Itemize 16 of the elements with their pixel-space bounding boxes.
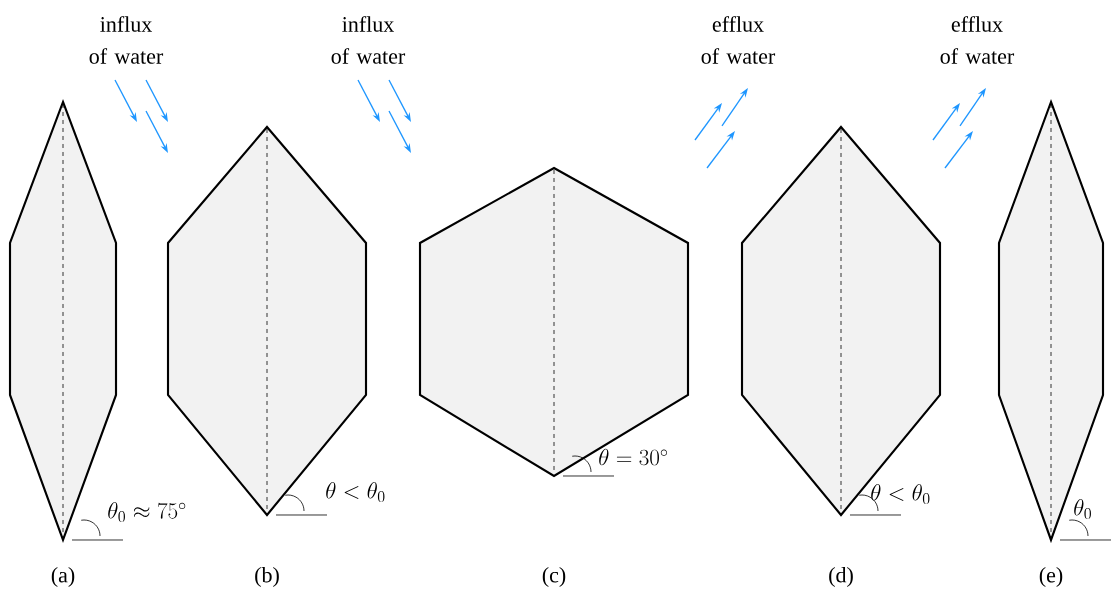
crystal-hexagon: [740, 125, 942, 517]
angle-label: $\theta < \theta_0$: [871, 484, 930, 505]
flux-label: influx of water: [89, 16, 164, 64]
subfigure-label: (b): [255, 567, 279, 587]
flux-label: influx of water: [331, 16, 406, 64]
angle-label: $\theta < \theta_0$: [326, 482, 385, 503]
subfigure-label: (e): [1039, 567, 1063, 587]
subfigure-label: (d): [829, 567, 853, 587]
subfigure-label: (a): [51, 567, 75, 587]
angle-label: $\theta_0$: [1074, 499, 1091, 520]
subfigure-label: (c): [542, 567, 566, 587]
crystal-hexagon: [418, 166, 690, 478]
flux-label: efflux of water: [701, 16, 776, 64]
angle-label: $\theta_0 \approx 75^\circ$: [108, 502, 186, 523]
angle-label: $\theta = 30^\circ$: [599, 448, 668, 466]
flux-label: efflux of water: [940, 16, 1015, 64]
